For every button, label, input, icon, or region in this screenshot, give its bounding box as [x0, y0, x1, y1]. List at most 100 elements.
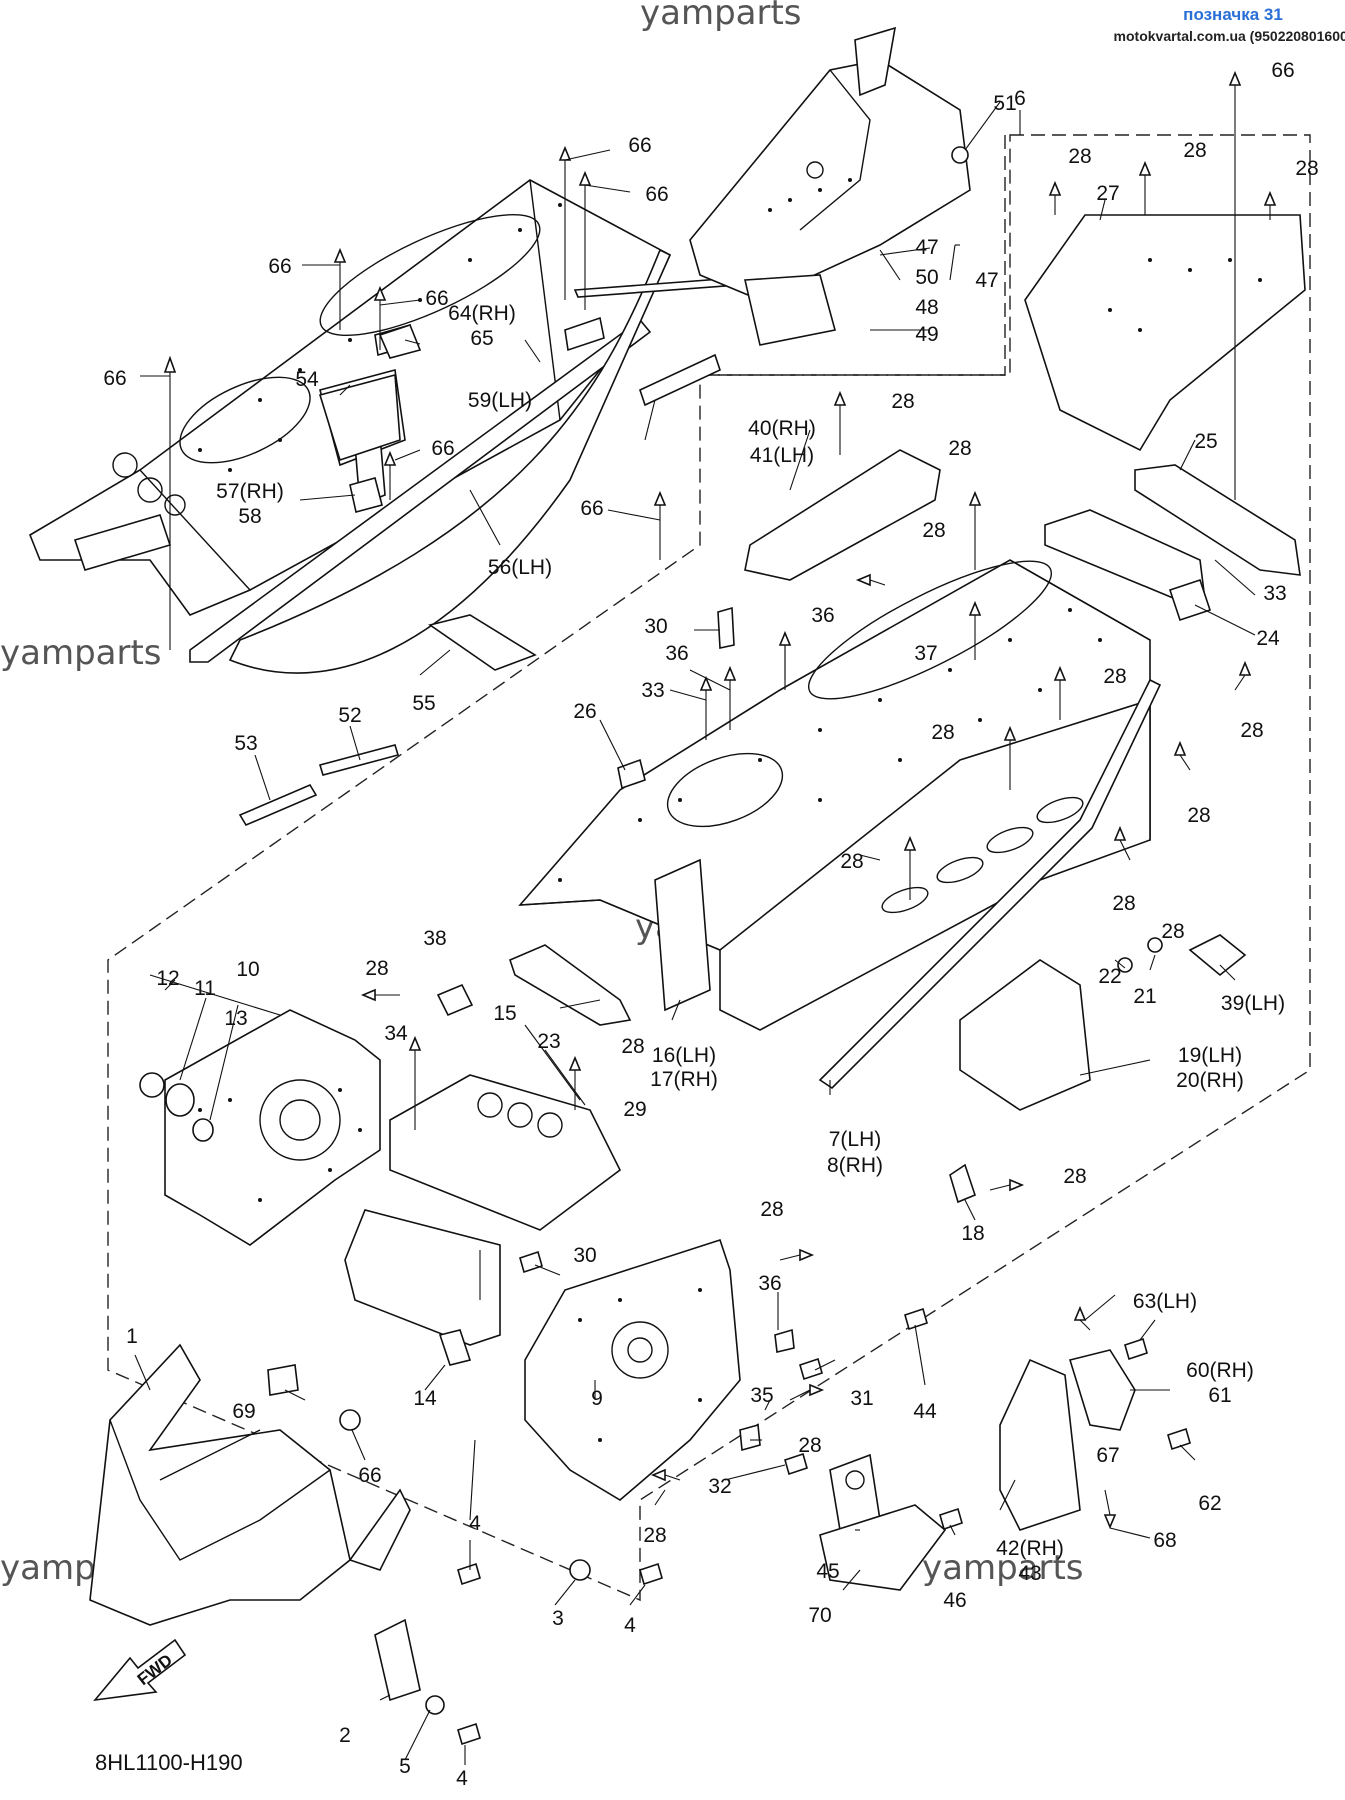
callout-label: 13 [224, 1007, 247, 1030]
callout-label: 5 [399, 1755, 411, 1778]
plate-15 [389, 1074, 622, 1231]
block-68 [267, 1364, 299, 1396]
bracket-38 [1188, 934, 1247, 977]
plate-53 [318, 373, 401, 462]
bearing-11 [165, 1083, 195, 1117]
callout-label: 58 [238, 505, 261, 528]
callout-label: 41(LH) [750, 444, 814, 467]
callout-label: 28 [840, 850, 863, 873]
callout-label: 52 [338, 704, 361, 727]
callout-label: 28 [1103, 665, 1126, 688]
callout-label: 22 [1098, 965, 1121, 988]
callout-label: 28 [891, 390, 914, 413]
diagram-header-subtitle: motokvartal.com.ua (950220801600) [1114, 28, 1345, 44]
callout-label: 28 [1240, 719, 1263, 742]
callout-label: 28 [621, 1035, 644, 1058]
callout-label: 51 [993, 92, 1016, 115]
rail-bracket-39-40 [744, 449, 941, 581]
side-cover-55 [228, 248, 672, 674]
bolt-62 [1124, 1337, 1148, 1361]
callout-label: 14 [413, 1387, 437, 1410]
callout-label: 40(RH) [748, 417, 816, 440]
tunnel-side [719, 698, 1151, 1031]
bracket-18 [949, 1163, 976, 1204]
washer-22 [1117, 957, 1133, 973]
bolt-4 [457, 1722, 481, 1746]
callout-label: 28 [760, 1198, 783, 1221]
strip-51 [318, 744, 400, 776]
callout-label: 46 [943, 1589, 966, 1612]
bracket-63-64 [378, 324, 422, 359]
callout-label: 67 [1096, 1444, 1119, 1467]
callout-label: 55 [412, 692, 435, 715]
bracket-24 [1168, 578, 1212, 622]
bolt-31 [784, 1452, 808, 1476]
slot [881, 886, 929, 914]
callout-label: 43 [1018, 1562, 1041, 1585]
callout-label: 23 [537, 1030, 560, 1053]
callouts: 1 2 3 4 4 4 5 6 7(LH) 8(RH) 9 10 11 12 1… [103, 59, 1318, 1790]
leader-lines [134, 101, 1256, 1765]
callout-label: 28 [948, 437, 971, 460]
callout-label: 28 [643, 1524, 666, 1547]
callout-label: 66 [103, 367, 126, 390]
center-panel-9 [524, 1238, 741, 1501]
callout-label: 66 [628, 134, 651, 157]
grommet-50 [951, 146, 969, 164]
plate-27 [1024, 214, 1306, 452]
rear-flap-assembly [689, 26, 971, 346]
callout-label: 66 [580, 497, 603, 520]
clip-35 [774, 1328, 795, 1353]
callout-label: 66 [268, 255, 291, 278]
collar-3 [569, 1559, 591, 1581]
callout-label: 70 [808, 1604, 831, 1627]
callout-label: 68 [1153, 1529, 1176, 1552]
diagram-header-title: позначка 31 [1183, 5, 1283, 24]
bracket-25 [1134, 464, 1301, 576]
callout-label: 61 [1208, 1384, 1231, 1407]
callout-label: 9 [591, 1387, 603, 1410]
plate-2 [374, 1618, 421, 1702]
callout-label: 50 [915, 266, 938, 289]
hole [845, 1470, 865, 1490]
callout-label: 60(RH) [1186, 1359, 1254, 1382]
callout-label: 28 [798, 1434, 821, 1457]
callout-label: 33 [1263, 582, 1286, 605]
callout-label: 63(LH) [1133, 1290, 1197, 1313]
callout-label: 31 [850, 1387, 873, 1410]
bracket-23 [509, 944, 632, 1026]
callout-label: 66 [425, 287, 448, 310]
hole [477, 1092, 503, 1118]
callout-label: 28 [922, 519, 945, 542]
callout-label: 28 [1063, 1165, 1086, 1188]
callout-label: 45 [816, 1560, 839, 1583]
callout-label: 47 [975, 269, 998, 292]
strip-70 [639, 353, 721, 407]
callout-label: 64(RH) [448, 302, 516, 325]
callout-label: 36 [758, 1272, 781, 1295]
callout-label: 66 [1271, 59, 1294, 82]
hole [507, 1102, 533, 1128]
callout-label: 4 [469, 1512, 481, 1535]
callout-label: 29 [623, 1098, 646, 1121]
callout-label: 32 [708, 1475, 731, 1498]
callout-label: 33 [641, 679, 664, 702]
pin-29 [717, 606, 735, 649]
callout-label: 28 [931, 721, 954, 744]
callout-label: 56(LH) [488, 556, 552, 579]
diagram-code: 8HL1100-H190 [95, 1750, 243, 1775]
callout-label: 65 [470, 327, 493, 350]
callout-label: 27 [1096, 182, 1119, 205]
callout-label: 17(RH) [650, 1068, 718, 1091]
callout-label: 6 [1014, 87, 1026, 110]
skid-rail-55 [189, 318, 652, 663]
watermark: yamparts [0, 633, 162, 673]
radiator-14 [344, 1209, 501, 1346]
mount-16-17 [654, 858, 711, 1012]
callout-label: 54 [295, 368, 319, 391]
watermark: yamparts [922, 1548, 1084, 1588]
callout-label: 66 [358, 1464, 381, 1487]
callout-label: 48 [915, 296, 938, 319]
callout-label: 38 [423, 927, 446, 950]
callout-label: 59(LH) [468, 389, 532, 412]
